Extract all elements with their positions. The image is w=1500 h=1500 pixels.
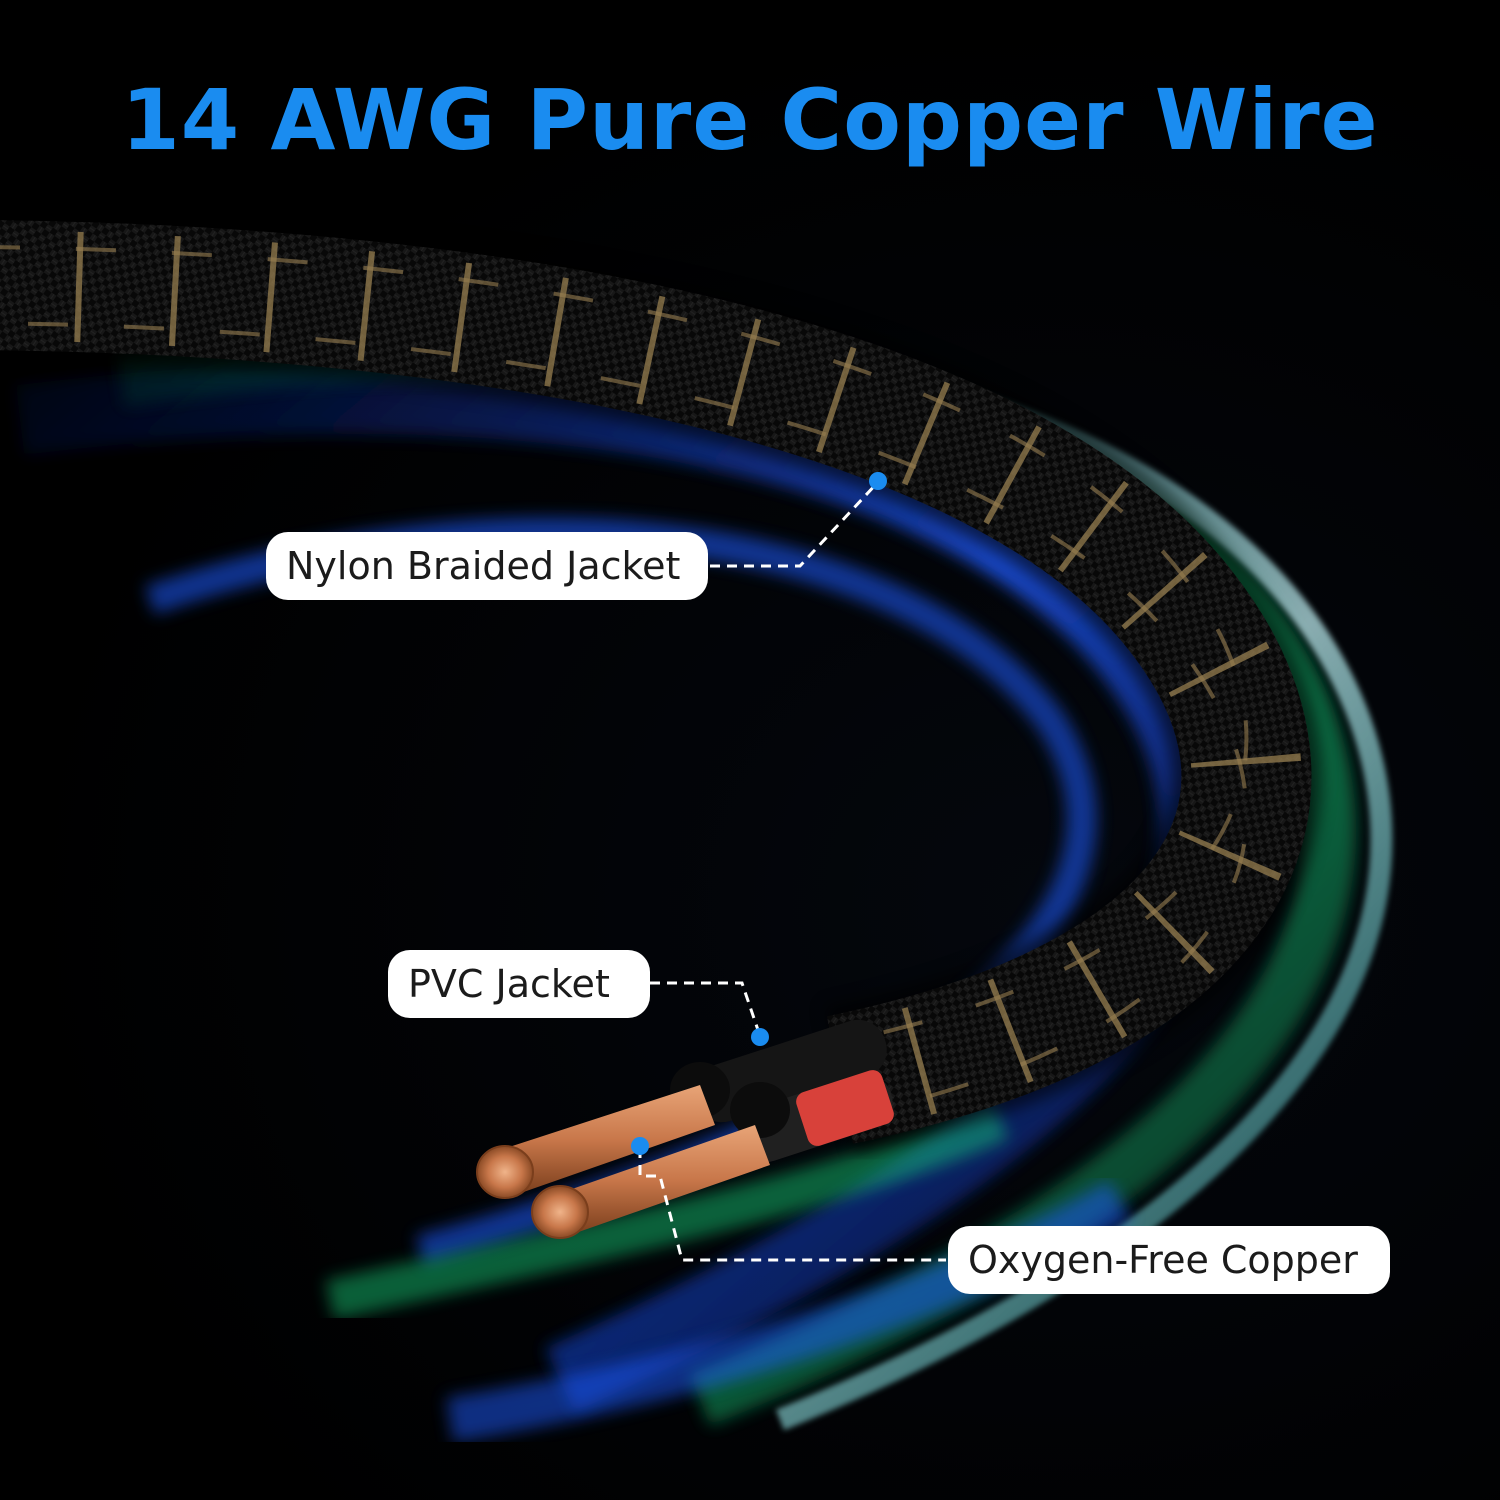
markers [631,472,887,1155]
leader-lines [638,480,946,1262]
marker-nylon-dot [869,472,887,490]
marker-copper-dot [631,1137,649,1155]
callout-oxygen-free-copper: Oxygen-Free Copper [948,1226,1390,1294]
braided-cable [0,210,1322,1154]
page-title: 14 AWG Pure Copper Wire [121,71,1379,169]
callout-nylon-braided-jacket: Nylon Braided Jacket [266,532,708,600]
callout-pvc-jacket: PVC Jacket [388,950,650,1018]
marker-pvc-dot [751,1028,769,1046]
